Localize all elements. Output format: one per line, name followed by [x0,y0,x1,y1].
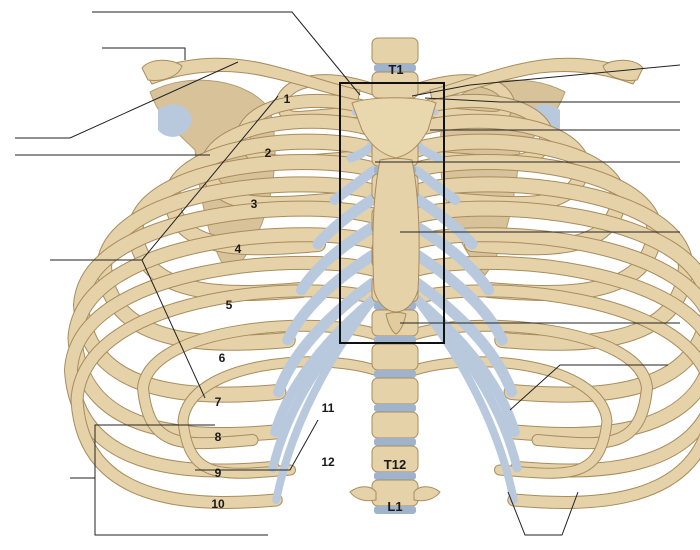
costal-cartilage-3-right [412,166,461,205]
callout-line-costal-margin [507,491,579,536]
callout-line-manubrium [424,97,680,103]
vertebra-12 [371,411,419,439]
rib-10-left [71,285,387,508]
costal-cartilage-4-left [312,193,379,250]
callout-line-acromion [102,47,186,60]
callout-line-costal-cartilage [509,364,668,411]
rib-number-6: 6 [219,351,226,365]
costal-cartilage-10-left [272,296,377,504]
intervertebral-disc-10 [374,370,416,378]
vertebra-1 [371,37,419,65]
rib-10-right [403,285,700,508]
callout-line-false-ribs-bracket-top [70,424,215,479]
manubrium [351,97,437,159]
rib-number-3: 3 [251,197,258,211]
intervertebral-disc-12 [374,438,416,446]
rib-number-11: 11 [322,401,335,415]
left-acromion [141,59,183,81]
rib-number-8: 8 [215,430,222,444]
rib-number-4: 4 [235,242,242,256]
rib-number-10: 10 [211,497,225,511]
intervertebral-disc-14 [374,506,416,514]
costal-cartilage-3-left [329,166,378,205]
costal-cartilage-4-right [411,193,478,250]
xiphoid-process [385,312,407,335]
rib-8-right [402,228,700,442]
costal-cartilage-7-left [272,277,379,398]
costal-cartilage-10-right [413,296,518,504]
intervertebral-disc-11 [374,404,416,412]
costal-cartilages-group [268,108,522,504]
intervertebral-disc-1 [374,64,416,72]
vertebra-label-t12: T12 [384,457,406,472]
right-clavicle [429,57,641,101]
left-glenoid [158,104,192,137]
costal-cartilage-7-right [411,277,518,398]
rib-number-7: 7 [215,395,222,409]
callout-line-clavicle [15,61,239,139]
costal-cartilage-5-left [296,221,379,296]
rib-number-9: 9 [215,466,222,480]
vertebra-label-l1: L1 [387,499,402,514]
callout-leader-lines [15,11,681,536]
rib-number-12: 12 [321,455,335,469]
callout-line-sternoclavicular-joint [411,64,681,97]
callout-line-true-ribs-lower [141,259,206,399]
left-clavicle [144,57,361,101]
l1-right-transverse-process [413,486,441,502]
vertebra-label-t1: T1 [388,62,403,77]
costal-cartilage-5-right [411,221,494,296]
callout-line-floating-ribs [195,419,319,471]
rib-8-left [68,228,388,442]
vertebra-10 [371,343,419,371]
rib-9-right [403,256,700,477]
sternal-body [372,158,420,313]
vertebra-11 [371,377,419,405]
callout-line-jugular-notch [92,11,361,96]
sternum-highlight-box [339,82,445,344]
rib-number-1: 1 [284,92,291,106]
ribs-group [63,74,700,509]
rib-number-5: 5 [226,298,233,312]
costal-cartilage-6-left [282,249,379,346]
rib-9-left [64,256,387,477]
l1-left-transverse-process [349,486,377,502]
callout-line-false-ribs-bracket-bottom [94,478,268,536]
intervertebral-disc-13 [374,472,416,480]
rib-number-2: 2 [265,146,272,160]
costal-cartilage-6-right [411,249,508,346]
sternum [351,97,437,335]
